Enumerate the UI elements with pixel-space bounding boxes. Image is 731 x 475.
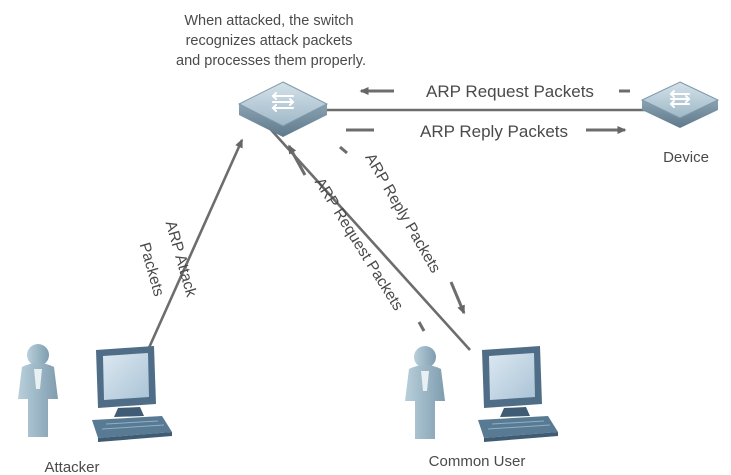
label-device-to-switch: ARP Request Packets [426, 82, 594, 101]
device-node: Device [640, 81, 720, 166]
tick-switch-to-user [339, 145, 348, 155]
person-icon [18, 344, 58, 437]
annotation-text: When attacked, the switch recognizes att… [176, 13, 366, 69]
arrow-switch-to-user [449, 281, 466, 315]
computer-icon [478, 346, 558, 442]
label-attacker-to-switch: ARP Attack Packets [132, 219, 201, 311]
device-label: Device [663, 149, 709, 166]
switch-icon [237, 81, 329, 137]
switch-icon [640, 81, 720, 128]
attacker-label: Attacker [44, 459, 99, 475]
arrow-user-to-switch [287, 144, 307, 176]
computer-icon [92, 346, 172, 442]
common-user-node: Common User [405, 346, 558, 470]
attacker-node: Attacker [18, 344, 172, 475]
label-switch-to-device: ARP Reply Packets [420, 122, 568, 141]
tick-user-to-switch [417, 321, 426, 332]
link-attacker-switch [146, 138, 244, 351]
common-user-label: Common User [429, 453, 526, 470]
person-icon [405, 346, 445, 439]
